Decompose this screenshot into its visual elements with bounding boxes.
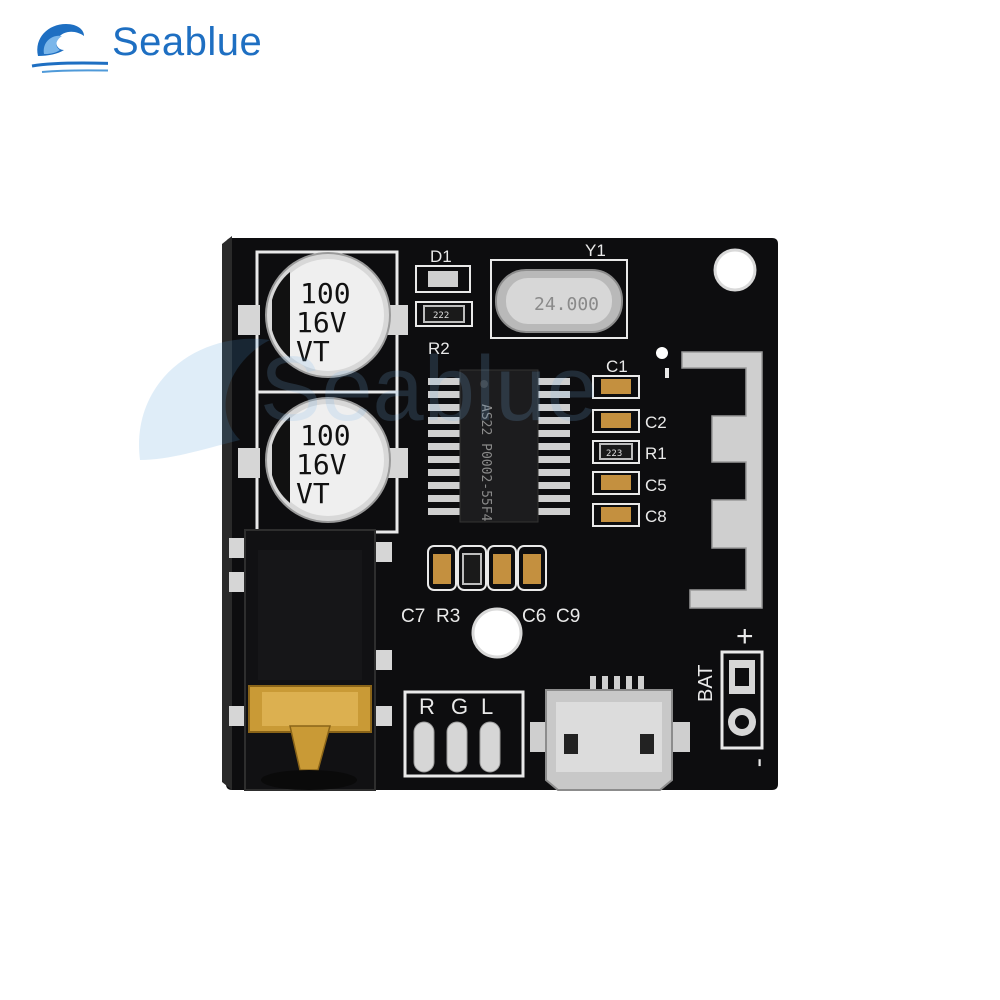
cap-bottom-pad-right (386, 448, 408, 478)
r2-code: 222 (433, 311, 449, 321)
cap-bottom-voltage: 16V (296, 448, 347, 481)
capacitor-bottom: 100 16V VT (265, 397, 391, 523)
watermark-text: Seablue (260, 338, 598, 440)
label-plus: + (736, 620, 754, 653)
d1-outline (415, 265, 471, 293)
label-r2: R2 (428, 339, 450, 358)
brand-name: Seablue (112, 20, 263, 64)
chip-marking: AS22 P0002-55F4 (478, 404, 493, 522)
diode-d1 (428, 271, 458, 287)
label-l: L (481, 694, 493, 719)
chip-pins-right (534, 378, 570, 515)
label-d1: D1 (430, 247, 452, 266)
antenna-via (656, 347, 668, 359)
smd-row-bottom (427, 545, 547, 591)
cap-top-series: VT (296, 335, 330, 368)
label-c1: C1 (606, 357, 628, 376)
cap-top-pad-left (238, 305, 260, 335)
mounting-hole-center (471, 607, 523, 659)
main-chip: AS22 P0002-55F4 (428, 369, 570, 523)
label-r: R (419, 694, 435, 719)
label-c8: C8 (645, 507, 667, 526)
pcb-antenna (681, 351, 763, 609)
label-c6: C6 (522, 606, 546, 627)
y1-outline (490, 259, 628, 339)
chip-pins-left (428, 378, 464, 515)
rgl-outline (403, 690, 525, 778)
label-bat: BAT (695, 665, 717, 702)
crystal-y1-top (506, 278, 612, 324)
pad-g (446, 721, 468, 773)
audio-jack (229, 529, 392, 791)
cap-top-voltage: 16V (296, 306, 347, 339)
watermark: Seablue (139, 338, 598, 460)
pad-r (413, 721, 435, 773)
seablue-logo: Seablue (28, 10, 262, 80)
cap-bottom-pad-left (238, 448, 260, 478)
resistor-r2 (423, 305, 465, 323)
label-r3: R3 (436, 606, 460, 627)
label-y1: Y1 (585, 241, 606, 260)
cap-bottom-value: 100 (300, 419, 351, 452)
r2-outline (415, 301, 473, 327)
label-c9: C9 (556, 606, 580, 627)
r1-code: 223 (606, 449, 622, 459)
cap-bottom-series: VT (296, 477, 330, 510)
label-r1: R1 (645, 444, 667, 463)
label-g: G (451, 694, 468, 719)
pad-l (479, 721, 501, 773)
pcb-edge (222, 236, 232, 790)
label-c7: C7 (401, 606, 425, 627)
bat-outline (720, 650, 764, 750)
smd-column: 223 (592, 375, 640, 527)
micro-usb-port (530, 676, 690, 791)
label-minus: - (746, 758, 777, 767)
label-c2: C2 (645, 413, 667, 432)
mounting-hole-top (713, 248, 757, 292)
capacitor-top: 100 16V VT (265, 252, 391, 378)
crystal-frequency: 24.000 (534, 294, 599, 315)
label-c5: C5 (645, 476, 667, 495)
cap-top-value: 100 (300, 277, 351, 310)
cap-top-pad-right (386, 305, 408, 335)
antenna-marker (665, 368, 669, 378)
